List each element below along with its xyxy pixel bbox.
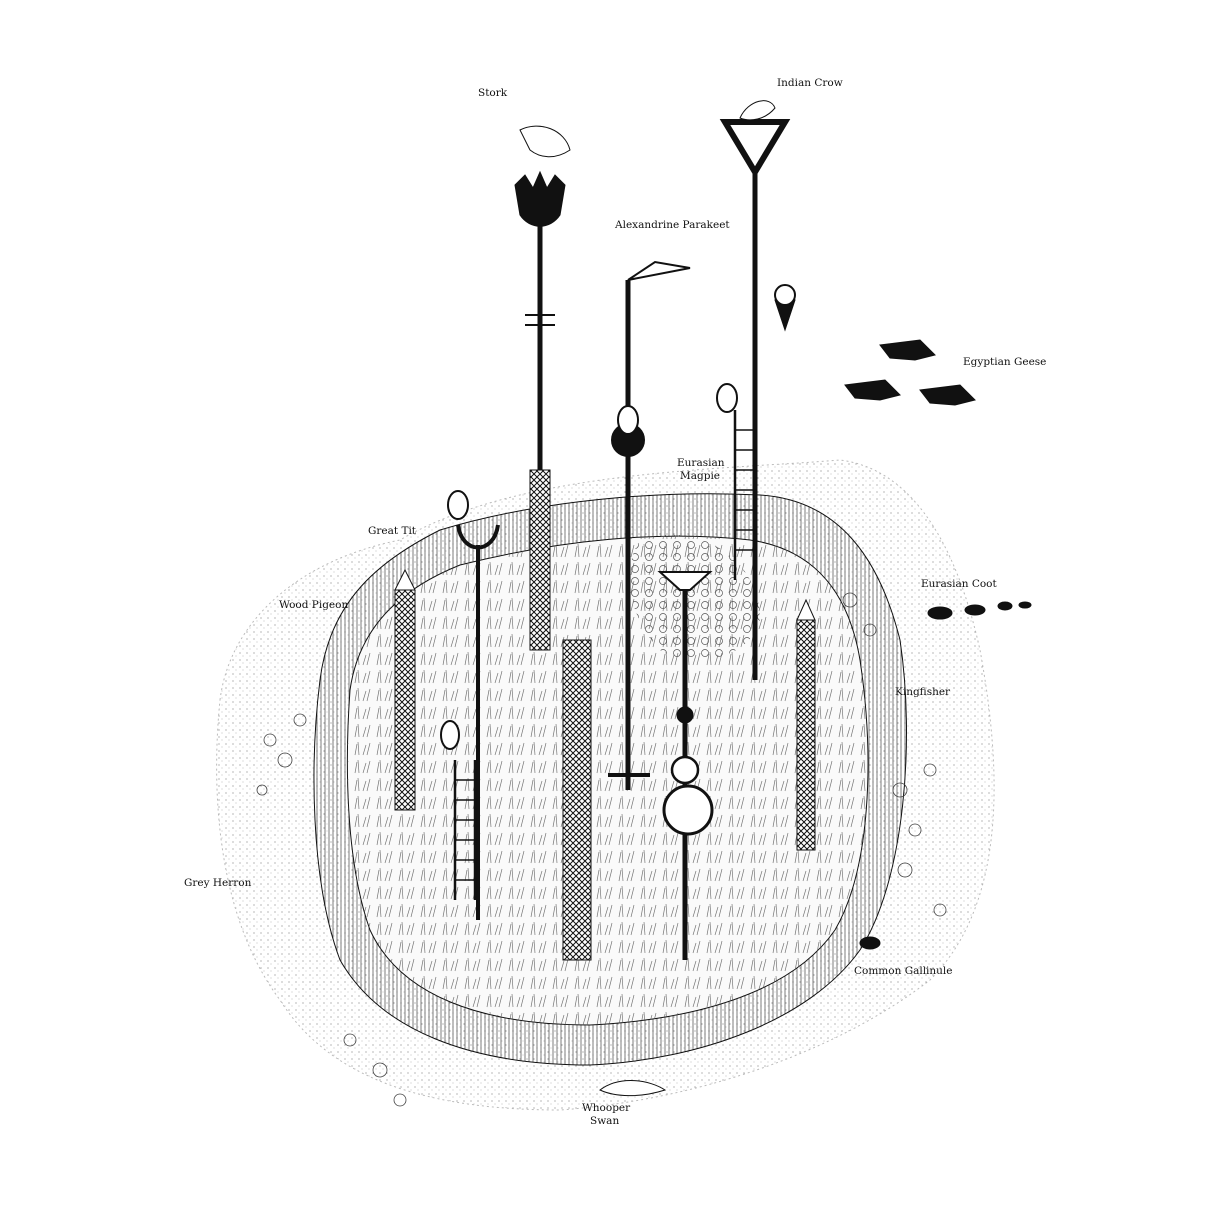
egyptian-goose-2 [844,379,901,401]
egyptian-goose-1 [879,339,936,361]
swan-bird [599,1080,667,1097]
pebble-patch [629,534,760,660]
label-alexandrine-parakeet: Alexandrine Parakeet [615,219,730,231]
coot-1 [927,606,953,620]
gallinule [859,936,881,950]
label-great-tit: Great Tit [368,525,417,537]
label-common-gallinule: Common Gallinule [854,965,953,977]
coot-4 [1018,601,1032,609]
poles [394,119,816,961]
egyptian-goose-3 [919,384,976,406]
label-eurasian-magpie-2: Magpie [680,470,721,482]
label-indian-crow: Indian Crow [777,77,843,89]
stork-bird [519,125,571,158]
label-eurasian-coot: Eurasian Coot [921,578,997,590]
coot-2 [964,604,986,616]
label-stork: Stork [478,87,508,99]
label-kingfisher: Kingfisher [895,686,951,698]
coot-3 [997,601,1013,611]
birds [519,100,1032,1097]
label-whooper-swan-2: Swan [590,1115,620,1127]
label-egyptian-geese: Egyptian Geese [963,356,1047,368]
label-grey-herron: Grey Herron [184,877,252,889]
label-wood-pigeon: Wood Pigeon [279,599,349,611]
lily-pads [256,592,947,1107]
label-eurasian-magpie-1: Eurasian [677,457,725,469]
crow-bird [739,100,776,121]
label-whooper-swan-1: Whooper [582,1102,631,1114]
